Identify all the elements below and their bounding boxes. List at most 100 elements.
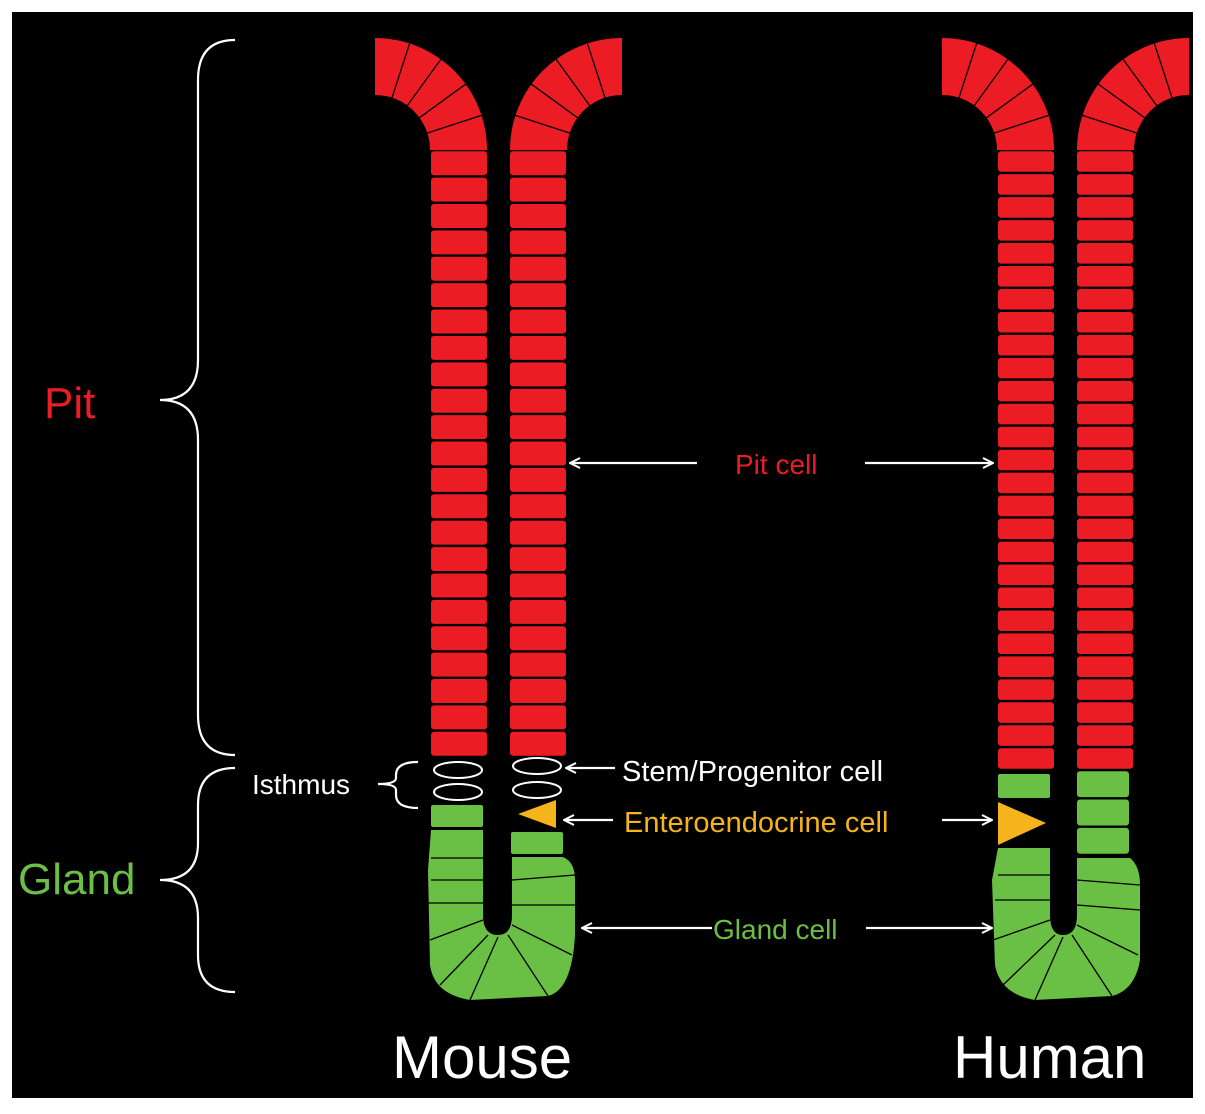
mouse-pit-cell (431, 679, 487, 704)
human-pit-cell (998, 702, 1054, 723)
mouse-pit-cell (431, 362, 487, 387)
human-pit-cell (998, 197, 1054, 218)
human-pit-cell (986, 83, 1033, 119)
human-pit-cell (998, 472, 1054, 494)
human-pit-cell-band (942, 38, 1054, 150)
human-pit-cell (1077, 197, 1133, 218)
stem-progenitor-cell (512, 757, 562, 775)
mouse-pit-cell (431, 494, 487, 519)
human-pit-cell (1077, 426, 1133, 448)
mouse-pit-cell (510, 388, 566, 413)
human-pit-cell (998, 266, 1054, 287)
mouse-pit-cell (431, 177, 487, 202)
human-pit-cell (998, 495, 1054, 517)
human-gland-cell (1071, 934, 1113, 997)
human-pit-cell (1077, 564, 1133, 586)
pit-cell-label: Pit cell (735, 449, 817, 480)
human-gland-cell (1076, 924, 1139, 956)
human-pit-cell (1122, 59, 1158, 106)
mouse-pit-cell (431, 388, 487, 413)
human-pit-cell (998, 334, 1054, 356)
mouse-pit-cell (510, 679, 566, 704)
human-pit-cell (1077, 357, 1133, 379)
human-pit-cell (958, 43, 978, 98)
mouse-gland-body (428, 830, 575, 1000)
human-label: Human (953, 1024, 1146, 1091)
mouse-pit-cell (555, 59, 591, 106)
isthmus-label: Isthmus (252, 769, 350, 800)
human-pit-cell (1077, 725, 1133, 746)
enteroendocrine-cell-label: Enteroendocrine cell (624, 807, 888, 839)
mouse-pit-cell (510, 520, 566, 545)
human-pit-cell (1077, 495, 1133, 517)
human-pit-cell (1077, 748, 1133, 769)
human-gland-body (992, 848, 1140, 1000)
human-pit-cell (998, 725, 1054, 746)
human-gland-cell (1034, 936, 1064, 1001)
mouse-stem-cells (433, 757, 562, 828)
human-pit-cell (1077, 220, 1133, 241)
mouse-pit-column-left (431, 151, 487, 756)
human-gland-cell (1076, 904, 1141, 911)
mouse-pit-cell (510, 573, 566, 598)
mouse-pit-cell (510, 441, 566, 466)
mouse-pit-cell (431, 441, 487, 466)
human-pit-cell (973, 59, 1009, 106)
mouse-pit-cell (419, 83, 466, 119)
mouse-gland-cell (507, 934, 549, 997)
human-pit-cell (1077, 174, 1133, 195)
mouse-pit-cell (510, 335, 566, 360)
pit-brace (159, 38, 236, 757)
mouse-pit-cell (431, 203, 487, 228)
human-gland-cell (1077, 799, 1129, 826)
stem-progenitor-cell (433, 761, 483, 779)
human-pit-cell (998, 426, 1054, 448)
human-pit-cell (1077, 403, 1133, 425)
stem-progenitor-cell (433, 783, 483, 801)
mouse-pit-cell (510, 256, 566, 281)
mouse-pit-cell (510, 177, 566, 202)
human-pit-cell (1077, 266, 1133, 287)
human-pit-cell (1077, 243, 1133, 264)
mouse-pit-cell (510, 494, 566, 519)
mouse-pit-cell (510, 547, 566, 572)
human-pit-cell (1077, 151, 1133, 172)
mouse-pit-opening-left (375, 38, 487, 150)
gland-cell-label: Gland cell (713, 914, 838, 945)
mouse-gland-cell (431, 805, 483, 827)
human-pit-cell (998, 403, 1054, 425)
mouse-pit-cell (431, 731, 487, 756)
human-pit-cell (998, 679, 1054, 700)
human-gastric-unit (942, 38, 1189, 1001)
human-gland-cell (1077, 827, 1129, 854)
mouse-pit-opening-right (510, 38, 622, 150)
mouse-pit-cell (510, 731, 566, 756)
human-gland-base (992, 771, 1141, 1001)
mouse-pit-cell (431, 335, 487, 360)
mouse-pit-cell (431, 547, 487, 572)
mouse-pit-cell (510, 309, 566, 334)
human-pit-cell (1098, 83, 1145, 119)
human-pit-cell (994, 114, 1049, 134)
mouse-pit-cell (431, 467, 487, 492)
mouse-pit-cell (531, 83, 578, 119)
mouse-pit-cell (510, 415, 566, 440)
mouse-pit-cell (586, 43, 606, 98)
human-gland-cell (992, 919, 1051, 941)
pit-label: Pit (44, 379, 95, 428)
mouse-pit-cell (431, 256, 487, 281)
human-gland-cell (998, 774, 1050, 798)
mouse-pit-cell (510, 362, 566, 387)
human-pit-cell (998, 748, 1054, 769)
human-enteroendocrine-cell (998, 802, 1046, 845)
human-gland-cell (1077, 771, 1129, 798)
human-pit-cell (998, 220, 1054, 241)
human-pit-cell (998, 449, 1054, 471)
mouse-gland-cell (511, 874, 576, 881)
human-pit-cell (1153, 43, 1173, 98)
human-pit-cell (998, 174, 1054, 195)
mouse-gland-cell (469, 936, 499, 1001)
human-pit-cell (1077, 288, 1133, 310)
mouse-pit-cell (431, 415, 487, 440)
